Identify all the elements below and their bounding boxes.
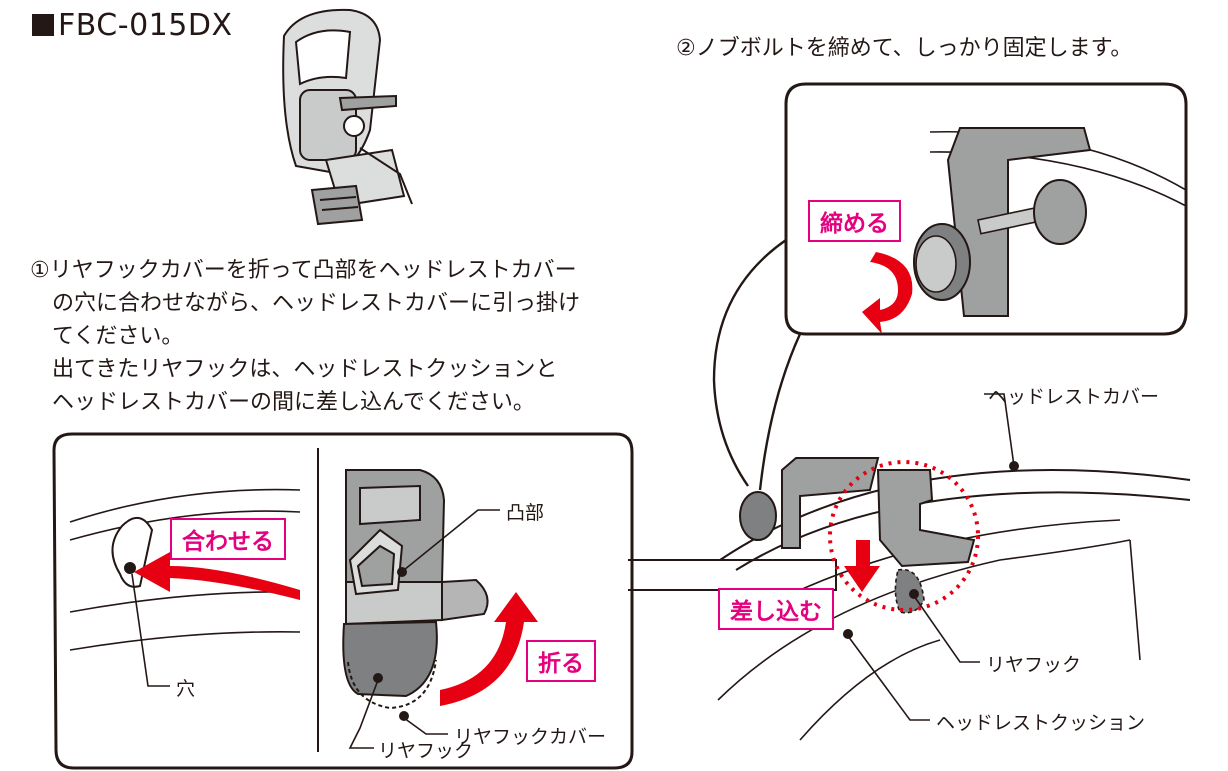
protrusion-label: 凸部 — [506, 502, 545, 524]
fold-arrow — [440, 592, 538, 706]
step1-instruction: ①リヤフックカバーを折って凸部をヘッドレストカバー の穴に合わせながら、ヘッドレ… — [30, 254, 580, 419]
headrest-cover-label: ヘッドレストカバー — [988, 386, 1160, 408]
fold-label: 折る — [526, 640, 596, 682]
hole-label: 穴 — [176, 678, 196, 700]
rear-hook-part — [342, 469, 489, 710]
knob-bolt-detail-panel — [712, 82, 1188, 491]
model-heading: FBC-015DX — [32, 8, 233, 43]
insert-arrow — [844, 540, 880, 592]
step1-line: の穴に合わせながら、ヘッドレストカバーに引っ掛け — [52, 291, 581, 316]
step1-line: てください。 — [52, 324, 184, 349]
headrest-cushion-label: ヘッドレストクッション — [936, 712, 1146, 734]
headrest-main-view — [717, 393, 1191, 741]
step1-line: 出てきたリヤフックは、ヘッドレストクッションと — [52, 357, 558, 382]
step1-line: ヘッドレストカバーの間に差し込んでください。 — [52, 390, 535, 415]
tighten-arrow — [862, 252, 913, 334]
tighten-label: 締める — [808, 200, 901, 242]
rear-hook-label: リヤフック — [378, 740, 474, 762]
step2-instruction: ②ノブボルトを締めて、しっかり固定します。 — [676, 36, 1133, 61]
align-label: 合わせる — [170, 518, 286, 560]
rear-hook-cover-label: リヤフックカバー — [454, 726, 607, 748]
square-bullet-icon — [32, 14, 54, 36]
insert-label: 差し込む — [718, 588, 834, 630]
align-arrow — [134, 552, 300, 600]
child-seat-illustration — [282, 8, 413, 226]
step1-line: ①リヤフックカバーを折って凸部をヘッドレストカバー — [30, 258, 577, 283]
left-detail-panel — [52, 432, 634, 770]
rear-hook-main-label: リヤフック — [986, 654, 1082, 676]
